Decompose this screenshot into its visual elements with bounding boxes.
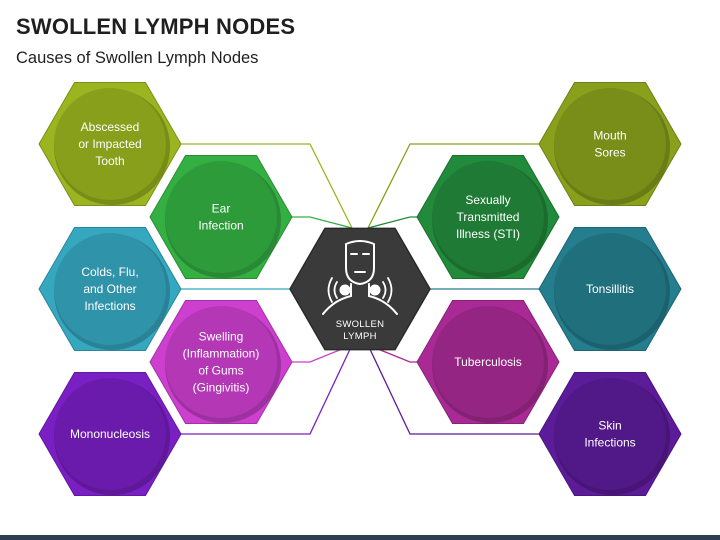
connector-gingivitis <box>284 344 353 363</box>
cause-node-mononucleosis: Mononucleosis <box>38 372 182 496</box>
node-circle <box>554 378 666 490</box>
node-hexagon-edge <box>38 82 182 206</box>
node-hexagon-edge <box>149 155 293 279</box>
node-label-line: Ear <box>212 202 231 216</box>
node-label-line: (Gingivitis) <box>193 381 250 395</box>
node-circle <box>165 161 277 273</box>
swollen-neck-icon <box>322 240 398 315</box>
node-label-line: Abscessed <box>81 120 140 134</box>
node-hexagon-edge <box>416 300 560 424</box>
node-circle <box>554 233 666 345</box>
node-label-line: Colds, Flu, <box>81 265 138 279</box>
center-label-line: SWOLLEN <box>336 319 385 330</box>
footer-bar <box>0 535 720 540</box>
node-circle <box>54 88 166 200</box>
node-label-line: Swelling <box>199 330 244 344</box>
node-circle <box>432 161 544 273</box>
node-circle <box>165 306 277 418</box>
node-label-line: of Gums <box>198 364 243 378</box>
cause-node-gingivitis: Swelling (Inflammation) of Gums (Gingivitis… <box>149 300 293 424</box>
node-circle <box>54 233 166 345</box>
node-label-line: (Inflammation) <box>183 347 260 361</box>
connector-abscessed-tooth <box>173 143 353 229</box>
cause-node-tonsillitis: Tonsillitis <box>538 227 682 351</box>
connector-sti <box>367 216 425 229</box>
center-label-line: LYMPH <box>343 331 377 342</box>
connector-mononucleosis <box>173 344 353 435</box>
node-label-line: Infections <box>84 299 135 313</box>
node-label-line: Tuberculosis <box>454 355 522 369</box>
node-circle <box>554 88 666 200</box>
page-subtitle: Causes of Swollen Lymph Nodes <box>16 49 259 67</box>
cause-node-tuberculosis: Tuberculosis <box>416 300 560 424</box>
node-label-line: Sores <box>594 146 625 160</box>
node-label-line: and Other <box>83 282 136 296</box>
node-hexagon-edge <box>538 82 682 206</box>
node-label-line: Tooth <box>95 154 124 168</box>
node-circle <box>432 306 544 418</box>
node-label-line: Mouth <box>593 129 626 143</box>
node-hexagon-edge <box>538 372 682 496</box>
node-label-line: or Impacted <box>78 137 141 151</box>
node-hexagon-edge <box>149 300 293 424</box>
node-label-line: Illness (STI) <box>456 227 520 241</box>
connector-ear-infection <box>284 216 353 229</box>
node-hexagon-edge <box>38 227 182 351</box>
connector-skin-infections <box>367 344 547 435</box>
node-label-line: Infections <box>584 436 635 450</box>
node-label-line: Tonsillitis <box>586 282 634 296</box>
node-label-line: Sexually <box>465 193 510 207</box>
node-circle <box>54 378 166 490</box>
node-hexagon-edge <box>538 227 682 351</box>
node-hexagon-edge <box>416 155 560 279</box>
center-hexagon-edge <box>289 227 431 351</box>
node-label-line: Transmitted <box>457 210 520 224</box>
center-hexagon <box>290 228 430 350</box>
connector-mouth-sores <box>367 143 547 229</box>
node-label-line: Skin <box>598 419 621 433</box>
node-hexagon-edge <box>38 372 182 496</box>
node-label-line: Infection <box>198 219 243 233</box>
node-label-line: Mononucleosis <box>70 427 150 441</box>
page-title: SWOLLEN LYMPH NODES <box>16 14 296 39</box>
